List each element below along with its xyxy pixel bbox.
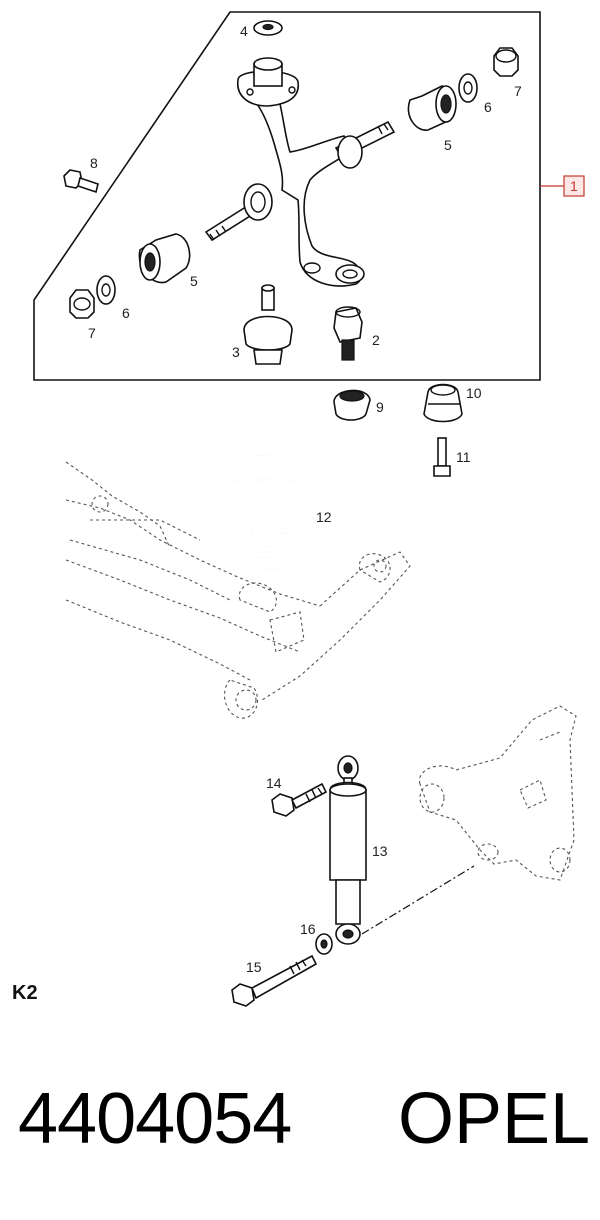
bump-stop-part-2 [333, 306, 363, 361]
shock-absorber-part-13 [329, 755, 367, 945]
label-1: 1 [570, 178, 578, 194]
bushing-part-5-front [138, 233, 191, 284]
section-code: K2 [12, 982, 38, 1004]
subframe-reference [65, 461, 411, 719]
assembly-frame [33, 11, 541, 381]
alignment-line [361, 865, 475, 935]
nut-part-7-rear [493, 47, 519, 77]
label-6-front: 6 [122, 305, 130, 321]
label-11: 11 [456, 449, 471, 465]
control-arm [204, 57, 396, 287]
part-number: 4404054 [18, 1079, 292, 1159]
label-10: 10 [466, 385, 482, 401]
ball-joint-part-3 [243, 284, 293, 365]
brand-name: OPEL [398, 1079, 591, 1159]
label-9: 9 [376, 399, 384, 415]
washer-part-4 [253, 20, 283, 36]
label-6-rear: 6 [484, 99, 492, 115]
bolt-part-11 [433, 437, 451, 477]
buffer-part-9 [333, 389, 371, 421]
label-2: 2 [372, 332, 380, 348]
label-8: 8 [90, 155, 98, 171]
coil-spring-part-12 [217, 455, 309, 570]
label-5-front: 5 [190, 273, 198, 289]
label-4: 4 [240, 23, 248, 39]
label-7-rear: 7 [514, 83, 522, 99]
bolt-part-14 [271, 782, 328, 817]
label-14: 14 [266, 775, 282, 791]
buffer-part-10 [423, 383, 463, 423]
bushing-part-5-rear [407, 85, 457, 131]
kit-badge [563, 175, 585, 197]
bolt-part-8 [63, 169, 99, 194]
washer-part-6-rear [458, 73, 478, 103]
label-5-rear: 5 [444, 137, 452, 153]
label-3: 3 [232, 344, 240, 360]
label-12: 12 [316, 509, 332, 525]
nut-part-7-front [69, 289, 95, 319]
label-16: 16 [300, 921, 316, 937]
label-13: 13 [372, 843, 388, 859]
washer-part-6-front [96, 275, 116, 305]
label-15: 15 [246, 959, 262, 975]
label-7-front: 7 [88, 325, 96, 341]
lower-arm-reference [419, 705, 577, 881]
washer-part-16 [315, 933, 333, 955]
bolt-part-15 [231, 954, 318, 1007]
